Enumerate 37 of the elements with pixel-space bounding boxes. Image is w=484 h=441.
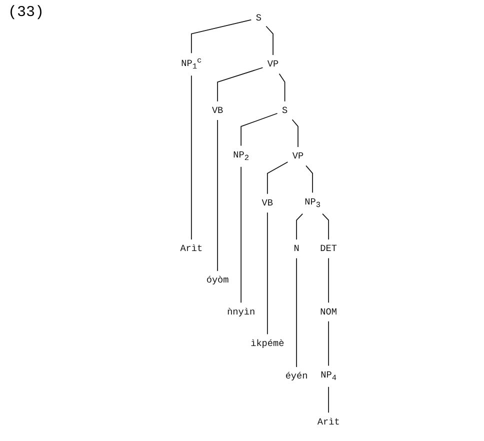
connector	[296, 258, 297, 368]
node-text: NP$_{2}$	[233, 150, 250, 163]
node-text: VP	[292, 151, 304, 162]
node-text: NP$_{4}$	[320, 370, 337, 383]
node-text: NP$_{3}$	[304, 196, 321, 210]
connector	[328, 258, 330, 304]
node-text: éyén	[285, 371, 308, 382]
node-text: S	[282, 105, 288, 116]
connector	[217, 120, 218, 272]
connector	[217, 67, 264, 102]
node-text: VB	[262, 198, 274, 208]
node-text: ìkpémè	[250, 338, 284, 349]
connector	[190, 19, 252, 54]
connector	[292, 119, 298, 148]
connector	[328, 386, 330, 414]
connector	[190, 75, 192, 240]
node-text: Arìt	[180, 244, 203, 254]
node-text: NOM	[320, 306, 337, 318]
connector	[306, 165, 313, 194]
connector	[322, 213, 330, 240]
node-text: óyòm	[206, 275, 229, 286]
node-text: VP	[267, 59, 279, 70]
connector	[266, 26, 274, 56]
connector	[328, 320, 330, 366]
connector	[296, 213, 304, 240]
connector	[240, 112, 278, 146]
node-text: VB	[212, 105, 224, 116]
connector	[266, 212, 268, 335]
connector	[278, 73, 286, 102]
node-text: N	[294, 244, 300, 254]
node-text: Arìt	[317, 416, 340, 428]
connector	[240, 166, 242, 304]
node-text: S	[256, 12, 262, 24]
node-text: ǹnyìn	[227, 306, 256, 318]
connector	[266, 162, 288, 194]
example-number: (33)	[8, 4, 44, 21]
node-text: DET	[320, 244, 337, 254]
